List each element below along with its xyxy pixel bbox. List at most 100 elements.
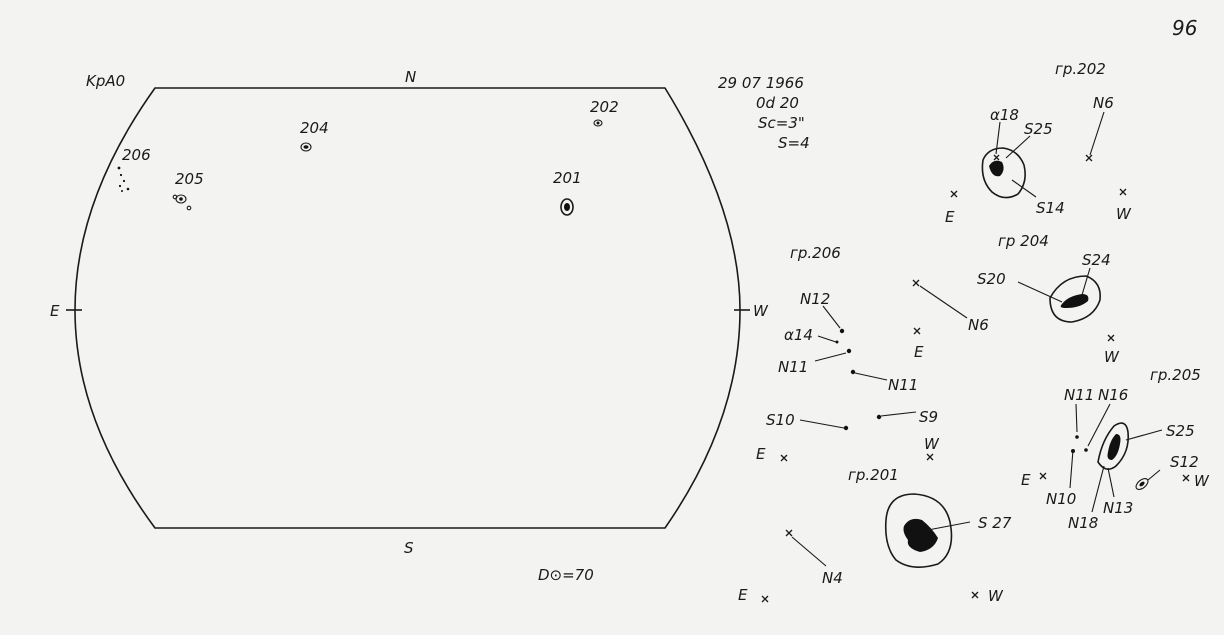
gr202-leader-n6 bbox=[1089, 111, 1105, 156]
solar-disk-frame bbox=[66, 87, 750, 529]
north-label: N bbox=[405, 68, 416, 86]
spot-group-201 bbox=[560, 198, 574, 216]
gr202-point-a18 bbox=[993, 154, 1000, 161]
gr202-penumbra bbox=[981, 147, 1026, 199]
gr202-point-n6 bbox=[1085, 154, 1093, 162]
gr206-west-mark bbox=[926, 453, 934, 461]
disk-outline bbox=[74, 87, 741, 529]
gr206-label-west: W bbox=[924, 435, 940, 453]
gr205-leader-n16 bbox=[1087, 403, 1111, 447]
gr201-leader-n4 bbox=[791, 536, 827, 567]
gr201-west-mark bbox=[971, 591, 979, 599]
detail-group-205: гр.205 N11 N16 S25 S12 N10 N18 N13 E W bbox=[1021, 366, 1210, 532]
gr206-leader-n11b bbox=[854, 372, 888, 381]
gr204-label-n6: N6 bbox=[968, 316, 989, 334]
gr206-label-n12: N12 bbox=[800, 290, 830, 308]
gr205-label-s25: S25 bbox=[1166, 422, 1195, 440]
gr205-east-mark bbox=[1039, 472, 1047, 480]
spot-group-205 bbox=[172, 194, 192, 211]
group-label-202: 202 bbox=[590, 98, 619, 116]
gr206-leader-n11a bbox=[814, 352, 847, 362]
gr205-point-n10 bbox=[1071, 449, 1075, 453]
gr204-leader-s20 bbox=[1017, 281, 1063, 303]
gr201-east-mark bbox=[761, 595, 769, 603]
gr204-leader-s24 bbox=[1081, 267, 1091, 296]
gr202-label-east: E bbox=[945, 208, 955, 226]
gr204-east-mark bbox=[913, 327, 921, 335]
detail-group-201: гр.201 S 27 N4 E W bbox=[738, 466, 1012, 605]
gr205-label-n10: N10 bbox=[1046, 490, 1076, 508]
observatory-code: KpA0 bbox=[86, 72, 125, 90]
gr205-leader-s25 bbox=[1125, 429, 1163, 441]
gr202-label-west: W bbox=[1116, 205, 1132, 223]
gr206-label-s10: S10 bbox=[766, 411, 795, 429]
gr205-leader-n11 bbox=[1075, 403, 1078, 433]
gr201-label-n4: N4 bbox=[822, 569, 843, 587]
gr206-point-n12 bbox=[839, 328, 845, 334]
gr205-leader-n10 bbox=[1069, 449, 1074, 489]
gr206-label-n11b: N11 bbox=[888, 376, 918, 394]
gr206-leader-s9 bbox=[880, 411, 917, 417]
seeing-value: Sc=3" bbox=[758, 114, 805, 132]
gr202-label-a18: α18 bbox=[990, 106, 1019, 124]
gr205-west-mark bbox=[1182, 474, 1190, 482]
gr206-label-east: E bbox=[756, 445, 766, 463]
gr206-east-mark bbox=[780, 454, 788, 462]
gr202-label-n6: N6 bbox=[1093, 94, 1114, 112]
gr205-leader-n18 bbox=[1091, 465, 1105, 513]
gr204-label-west: W bbox=[1104, 348, 1120, 366]
west-label: W bbox=[753, 302, 769, 320]
observation-date: 29 07 1966 bbox=[718, 74, 804, 92]
detail-group-202: гр.202 α18 S25 N6 S14 E W bbox=[945, 60, 1132, 226]
gr202-umbra bbox=[989, 160, 1004, 177]
spot-group-204 bbox=[300, 142, 312, 152]
gr202-label-s14: S14 bbox=[1036, 199, 1065, 217]
gr205-label-east: E bbox=[1021, 471, 1031, 489]
group-label-201: 201 bbox=[553, 169, 582, 187]
gr202-west-mark bbox=[1119, 188, 1127, 196]
gr201-title: гр.201 bbox=[848, 466, 899, 484]
gr205-label-n18: N18 bbox=[1068, 514, 1098, 532]
gr204-penumbra bbox=[1049, 275, 1102, 323]
page-number: 96 bbox=[1172, 16, 1197, 40]
gr206-point-s9 bbox=[876, 414, 882, 420]
gr201-penumbra bbox=[884, 493, 953, 568]
observation-time: 0d 20 bbox=[756, 94, 799, 112]
detail-group-206: гр.206 N12 α14 N11 N11 S10 S9 E W bbox=[756, 244, 940, 463]
gr202-title: гр.202 bbox=[1055, 60, 1106, 78]
gr205-label-s12: S12 bbox=[1170, 453, 1199, 471]
gr206-point-a14 bbox=[835, 340, 839, 344]
gr201-label-east: E bbox=[738, 586, 748, 604]
gr204-point-n6 bbox=[912, 279, 920, 287]
gr205-label-west: W bbox=[1194, 472, 1210, 490]
gr206-leader-a14 bbox=[817, 335, 837, 343]
gr206-leader-n12 bbox=[822, 305, 841, 329]
group-label-204: 204 bbox=[300, 119, 329, 137]
gr206-label-n11a: N11 bbox=[778, 358, 808, 376]
gr204-leader-n6 bbox=[919, 285, 968, 319]
gr206-point-s10 bbox=[843, 425, 849, 431]
east-label: E bbox=[50, 302, 60, 320]
gr206-leader-s10 bbox=[799, 419, 845, 429]
detail-group-204: гр 204 S20 S24 N6 E W bbox=[912, 232, 1120, 366]
gr201-label-s27: S 27 bbox=[978, 514, 1012, 532]
gr205-leader-s12 bbox=[1147, 469, 1161, 481]
gr206-point-n11b bbox=[850, 369, 856, 375]
gr201-label-west: W bbox=[988, 587, 1004, 605]
gr205-penumbra bbox=[1097, 422, 1130, 470]
south-label: S bbox=[404, 539, 414, 557]
quality-value: S=4 bbox=[778, 134, 810, 152]
spot-group-202 bbox=[593, 119, 603, 127]
gr204-label-east: E bbox=[914, 343, 924, 361]
gr202-leader-s25 bbox=[1005, 135, 1031, 159]
gr205-label-n13: N13 bbox=[1103, 499, 1133, 517]
gr205-leader-n13 bbox=[1107, 467, 1115, 498]
gr205-label-n11: N11 bbox=[1064, 386, 1094, 404]
disk-diameter: D⊙=70 bbox=[538, 566, 594, 584]
group-label-205: 205 bbox=[175, 170, 204, 188]
gr206-title: гр.206 bbox=[790, 244, 841, 262]
gr202-east-mark bbox=[950, 190, 958, 198]
gr204-umbra bbox=[1060, 294, 1089, 308]
